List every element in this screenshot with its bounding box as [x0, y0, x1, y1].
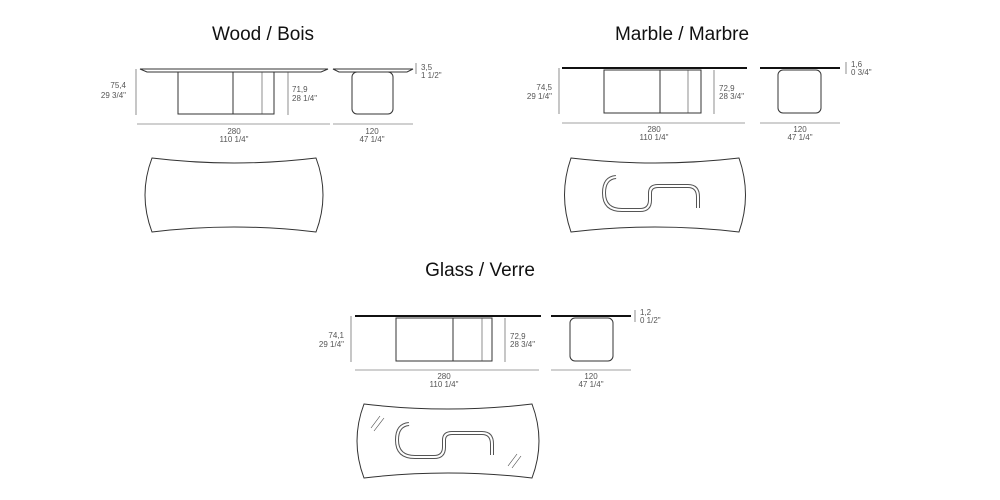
length-metric: 280: [227, 127, 241, 136]
table-base: [177, 71, 275, 115]
glass-reflection-mark: [507, 453, 518, 467]
glass-reflection-mark: [511, 455, 522, 469]
base-footprint-inner: [395, 423, 493, 458]
height-metric: 74,5: [536, 83, 552, 92]
tabletop-outline: [144, 157, 324, 233]
leg-imperial: 28 3/4": [719, 92, 744, 101]
table-base: [603, 69, 702, 114]
height-metric: 74,1: [328, 331, 344, 340]
width-imperial: 47 1/4": [578, 380, 603, 389]
glass-reflection-mark: [370, 415, 381, 429]
base-footprint-inner: [179, 176, 277, 211]
top-thickness-imperial: 0 1/2": [640, 316, 661, 325]
tabletop-outline: [564, 157, 746, 233]
side-view: 75,4 29 3/4" 71,9 28 1/4" 280 110 1/4": [101, 68, 330, 144]
width-metric: 120: [584, 372, 598, 381]
leg-metric: 72,9: [510, 332, 526, 341]
leg-metric: 71,9: [292, 85, 308, 94]
end-view: 120 47 1/4" 3,5 1 1/2": [332, 63, 442, 144]
length-imperial: 110 1/4": [220, 135, 249, 144]
height-imperial: 29 3/4": [101, 91, 126, 100]
leg-imperial: 28 1/4": [292, 94, 317, 103]
end-view: 120 47 1/4" 1,2 0 1/2": [551, 308, 661, 389]
end-view: 120 47 1/4" 1,6 0 3/4": [760, 60, 872, 142]
table-base: [351, 71, 394, 115]
plan-view: [144, 157, 324, 233]
width-metric: 120: [793, 125, 807, 134]
length-metric: 280: [647, 125, 661, 134]
top-thickness-imperial: 0 3/4": [851, 68, 872, 77]
top-thickness-metric: 1,2: [640, 308, 652, 317]
length-imperial: 110 1/4": [430, 380, 459, 389]
variant-wood: Wood / Bois 75,4 29 3/4" 71,9 28 1/4" 28…: [101, 24, 442, 233]
variant-title: Marble / Marbre: [615, 24, 749, 45]
top-thickness-imperial: 1 1/2": [421, 71, 442, 80]
base-footprint-inner: [602, 176, 699, 211]
length-imperial: 110 1/4": [640, 133, 669, 142]
plan-view: [356, 403, 540, 479]
width-imperial: 47 1/4": [359, 135, 384, 144]
height-metric: 75,4: [110, 81, 126, 90]
plan-view: [564, 157, 746, 233]
top-thickness-metric: 1,6: [851, 60, 863, 69]
side-view: 74,5 29 1/4" 72,9 28 3/4" 280 110 1/4": [527, 67, 747, 142]
side-view: 74,1 29 1/4" 72,9 28 3/4" 280 110 1/4": [319, 315, 541, 389]
height-imperial: 29 1/4": [527, 92, 552, 101]
variant-title: Wood / Bois: [212, 24, 314, 45]
glass-reflection-mark: [373, 417, 385, 432]
variant-marble: Marble / Marbre 74,5 29 1/4" 72,9 28 3/4…: [527, 24, 872, 233]
width-metric: 120: [365, 127, 379, 136]
tabletop-outline: [356, 403, 540, 479]
top-thickness-metric: 3,5: [421, 63, 433, 72]
length-metric: 280: [437, 372, 451, 381]
table-base: [395, 317, 493, 362]
variant-glass: Glass / Verre 74,1 29 1/4" 72,9 28 3/4" …: [319, 260, 661, 479]
leg-metric: 72,9: [719, 84, 735, 93]
width-imperial: 47 1/4": [787, 133, 812, 142]
table-base: [569, 317, 614, 362]
height-imperial: 29 1/4": [319, 340, 344, 349]
leg-imperial: 28 3/4": [510, 340, 535, 349]
table-top: [332, 68, 414, 73]
variant-title: Glass / Verre: [425, 260, 535, 281]
table-top: [139, 68, 329, 73]
table-base: [777, 69, 822, 114]
